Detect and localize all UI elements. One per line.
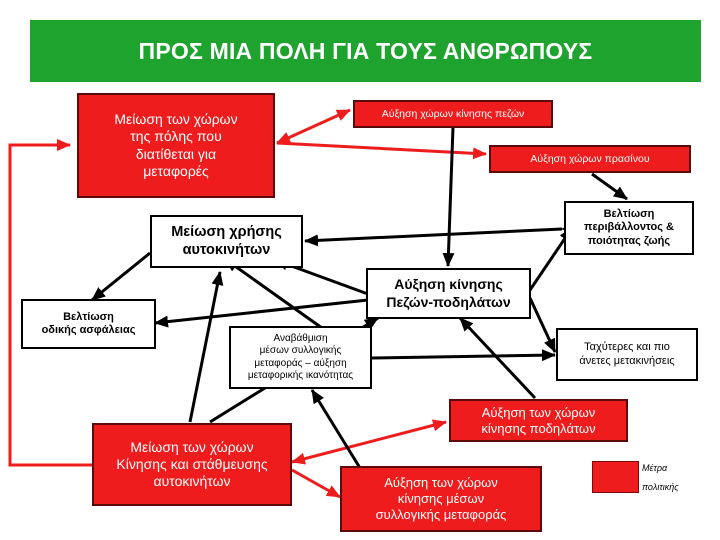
arrow-walking-to-faster-trips (528, 297, 557, 353)
node-increase-cycling-space: Αύξηση των χώρων κίνησης ποδηλάτων (449, 399, 628, 442)
node-increase-walking-cycling: Αύξηση κίνησης Πεζών-ποδηλάτων (366, 268, 531, 319)
arrow-red-to-green-space (276, 141, 487, 160)
node-improve-environment: Βελτίωση περιβάλλοντος & ποιότητας ζωής (564, 201, 694, 255)
arrow-walking-to-road-safety (154, 298, 369, 328)
legend-swatch (592, 461, 639, 493)
node-reduce-car-parking-space: Μείωση των χώρων Κίνησης και στάθμευσης … (92, 423, 292, 506)
arrow-parking-to-car-use (188, 271, 224, 423)
node-reduce-car-use: Μείωση χρήσης αυτοκινήτων (150, 215, 303, 268)
arrow-transit-to-car-use (224, 257, 323, 330)
arrow-car-use-environment (304, 222, 576, 247)
node-upgrade-transit: Αναβάθμιση μέσων συλλογικής μεταφοράς – … (229, 326, 372, 389)
arrow-cycling-space-to-walking (458, 316, 537, 400)
arrow-red-feedback-loop (8, 139, 92, 467)
node-road-safety: Βελτίωση οδικής ασφάλειας (21, 299, 156, 349)
node-reduce-transport-space: Μείωση των χώρων της πόλης που διατίθετα… (77, 93, 275, 198)
arrow-transit-to-faster-trips (371, 349, 556, 362)
arrow-red-to-cycling-space (291, 419, 447, 465)
legend-label: Μέτρα πολιτικής (642, 463, 679, 492)
page-title: ΠΡΟΣ ΜΙΑ ΠΟΛΗ ΓΙΑ ΤΟΥΣ ΑΝΘΡΩΠΟΥΣ (30, 20, 701, 82)
arrow-red-to-transit-space (291, 468, 341, 499)
arrow-red-to-pedestrian-space (276, 108, 351, 145)
arrow-green-to-environment (591, 172, 628, 201)
node-increase-pedestrian-space: Αύξηση χώρων κίνησης πεζών (353, 100, 553, 128)
node-increase-transit-space: Αύξηση των χώρων κίνησης μέσων συλλογική… (340, 466, 542, 532)
arrow-pedestrian-space-to-walking (442, 126, 455, 267)
arrow-car-use-to-road-safety (91, 251, 151, 302)
node-increase-green-space: Αύξηση χώρων πρασίνου (489, 145, 691, 173)
arrow-transit-space-to-transit (310, 389, 362, 469)
node-faster-trips: Ταχύτερες και πιο άνετες μετακινήσεις (556, 328, 698, 381)
